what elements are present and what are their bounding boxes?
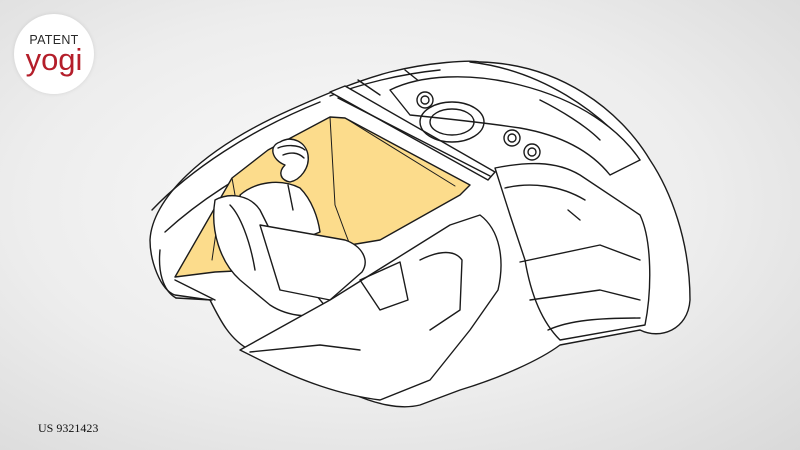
wheel-arch — [158, 249, 213, 301]
door-opening — [494, 162, 651, 341]
logo-text-bottom: yogi — [25, 42, 83, 77]
vent-icon — [416, 91, 434, 109]
steering-wheel — [419, 101, 485, 143]
dashboard — [389, 76, 641, 219]
vent-icon — [523, 143, 541, 161]
vent-icon — [503, 129, 521, 147]
logo-text-top: PATENT — [29, 33, 79, 47]
patent-yogi-logo: PATENT yogi — [14, 14, 94, 94]
driver-seat — [213, 194, 366, 317]
door-panel — [239, 214, 502, 401]
patent-number: US 9321423 — [38, 421, 99, 435]
